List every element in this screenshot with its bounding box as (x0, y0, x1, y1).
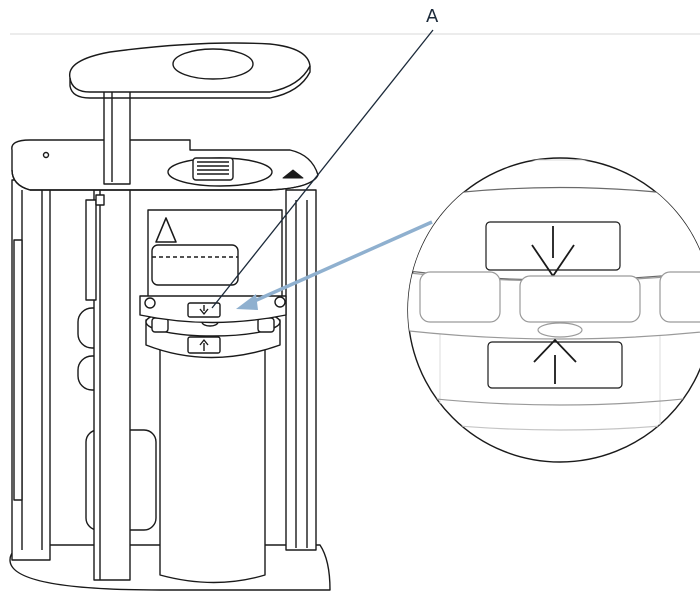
lower-cylinder (159, 344, 266, 584)
lid-rod (103, 87, 131, 185)
cylinder-assembly (9, 42, 331, 591)
lid-opening (172, 48, 254, 80)
callout-leader (211, 29, 434, 309)
zoom-arrow-up-icon (533, 338, 577, 384)
zoom-detail (407, 157, 700, 463)
zoom-pointer-arrow (236, 220, 433, 310)
arrow-down-icon (199, 305, 209, 315)
right-frame (285, 189, 317, 551)
label-panel (151, 244, 239, 286)
arrow-up-icon (199, 339, 209, 351)
callout-label-a: A (426, 6, 439, 27)
triangle-icon (155, 217, 177, 243)
top-plate (11, 139, 319, 191)
